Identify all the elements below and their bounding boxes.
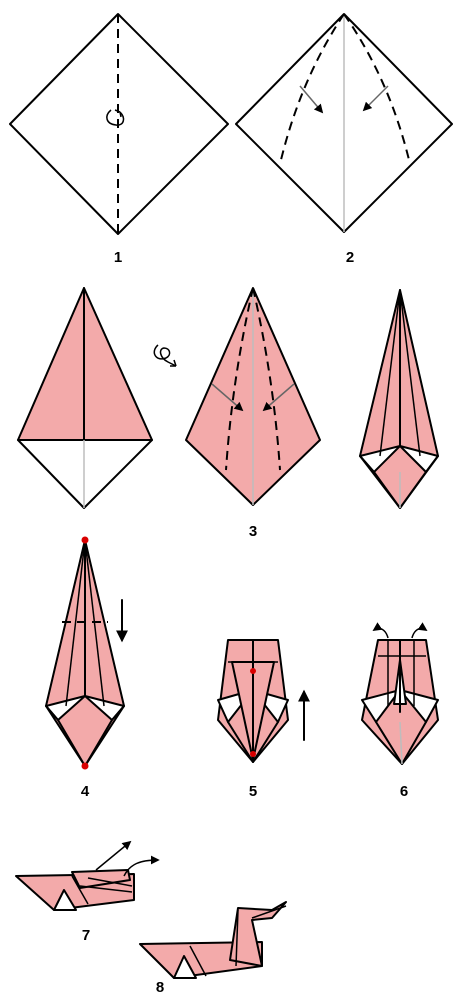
- step-3b-kite: [186, 288, 320, 505]
- step-5-label: 5: [249, 783, 257, 800]
- step-6-left-curl-arrow-icon: [374, 628, 388, 638]
- step-3a-kite: [18, 288, 152, 508]
- step-4-bottom-marker: [82, 763, 89, 770]
- step-7-up-arrow-icon: [96, 842, 130, 870]
- step-7-diagram: 7: [16, 842, 158, 944]
- step-3-diagram: 3: [18, 288, 438, 540]
- step-2-label: 2: [346, 249, 354, 266]
- step-3c-narrow-kite: [360, 290, 438, 508]
- step-3-label: 3: [249, 523, 257, 540]
- step-5-top-marker: [250, 668, 256, 674]
- step-3a-white-bottom: [18, 440, 152, 508]
- step-4-top-marker: [82, 537, 89, 544]
- step-5-bottom-marker: [250, 751, 256, 757]
- step-4-label: 4: [81, 783, 90, 800]
- step-1-diagram: 1: [10, 14, 228, 266]
- step-5-diagram: 5: [218, 640, 304, 800]
- step-4-diagram: 4: [46, 537, 124, 801]
- step-6-diagram: 6: [362, 628, 438, 800]
- step-8-diagram: 8: [140, 902, 286, 994]
- step-2-diagram: 2: [236, 14, 452, 266]
- step-6-right-curl-arrow-icon: [412, 628, 426, 638]
- step-8-label: 8: [156, 979, 164, 994]
- step-3-turn-over-icon: [154, 345, 176, 366]
- step-6-label: 6: [400, 783, 408, 800]
- step-7-label: 7: [82, 927, 90, 944]
- step-1-label: 1: [114, 249, 122, 266]
